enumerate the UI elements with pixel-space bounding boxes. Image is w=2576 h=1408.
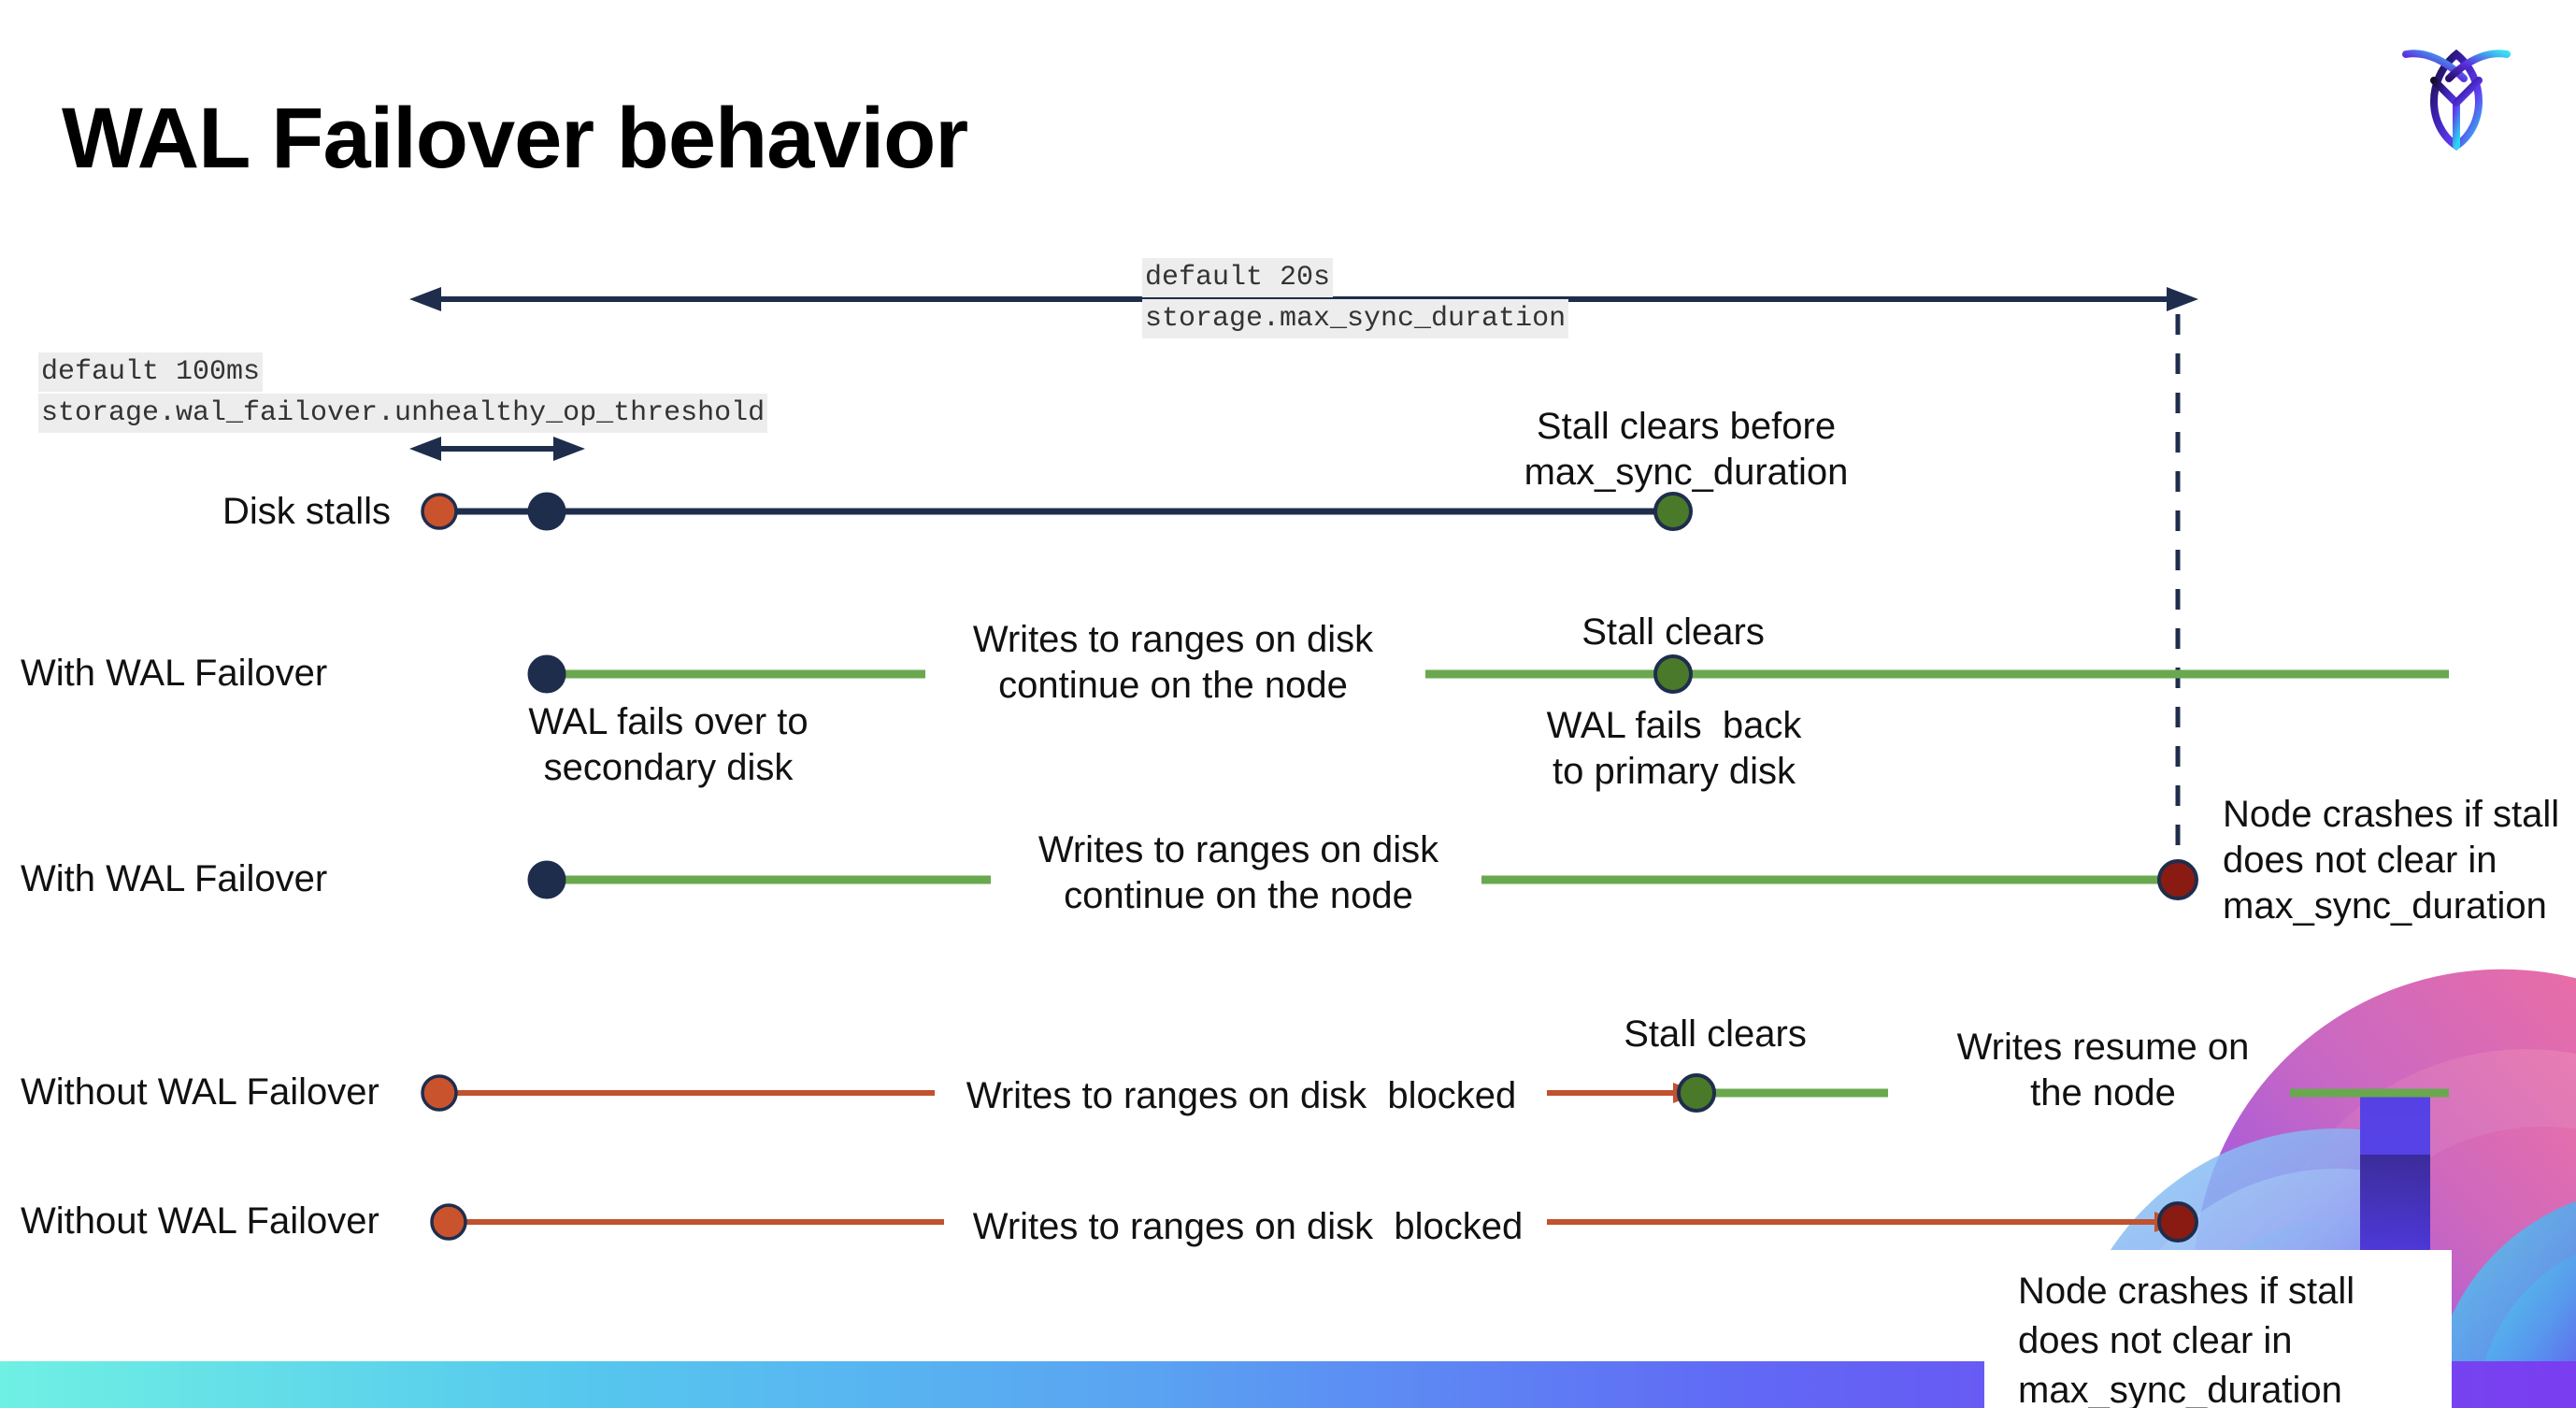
annotation-node-crashes-2: Node crashes if stall does not clear in … [2018,1271,2355,1408]
marker-node-crash [2157,1201,2198,1243]
marker-stall-start [421,1074,458,1112]
unhealthy-default-chip: default 100ms [38,352,264,393]
row-label-with-wal-failover-2: With WAL Failover [21,858,328,899]
timeline-row-disk-stalls [421,492,1693,531]
marker-node-crash [2157,859,2198,900]
marker-stall-start [421,493,458,530]
marker-stall-clears [1653,492,1693,531]
annotation-writes-blocked-2: Writes to ranges on disk blocked [972,1206,1524,1247]
node-crash-callout-box: Node crashes if stall does not clear in … [1984,1250,2452,1408]
annotation-stall-clears-before: Stall clears before max_sync_duration [1524,406,1849,493]
row-label-disk-stalls: Disk stalls [222,491,392,532]
row-label-without-wal-failover-2: Without WAL Failover [21,1200,379,1242]
marker-stall-clears [1677,1073,1716,1113]
annotation-writes-blocked-1: Writes to ranges on disk blocked [966,1075,1517,1116]
annotation-writes-resume: Writes resume on the node [1956,1027,2250,1113]
marker-wal-failover [527,860,566,899]
timeline-row-with-failover-clears [527,654,2449,694]
timeline-row-with-failover-crashes [527,859,2198,900]
annotation-wal-fails-over: WAL fails over to secondary disk [528,701,809,788]
annotation-wal-fails-back: WAL fails back to primary disk [1546,705,1802,792]
cockroachdb-logo-icon [2382,26,2531,157]
marker-stall-detected [527,492,566,531]
annotation-stall-clears-2: Stall clears [1624,1013,1807,1055]
row-label-with-wal-failover-1: With WAL Failover [21,653,328,694]
marker-wal-failover [527,654,566,694]
marker-stall-start [430,1203,467,1241]
unhealthy-setting-chip: storage.wal_failover.unhealthy_op_thresh… [38,394,768,434]
annotation-stall-clears-1: Stall clears [1581,611,1765,653]
max-sync-setting-chip: storage.max_sync_duration [1142,299,1569,339]
timeline-row-without-failover-clears [421,1073,2449,1113]
annotation-writes-continue-2: Writes to ranges on disk continue on the… [1038,829,1439,916]
annotation-node-crashes-1: Node crashes if stall does not clear in … [2223,794,2560,927]
marker-stall-clears [1653,654,1693,694]
timeline-row-without-failover-crashes [430,1201,2198,1243]
annotation-writes-continue-1: Writes to ranges on disk continue on the… [972,619,1374,706]
row-label-without-wal-failover-1: Without WAL Failover [21,1071,379,1113]
max-sync-default-chip: default 20s [1142,258,1334,298]
page-title: WAL Failover behavior [62,90,968,186]
